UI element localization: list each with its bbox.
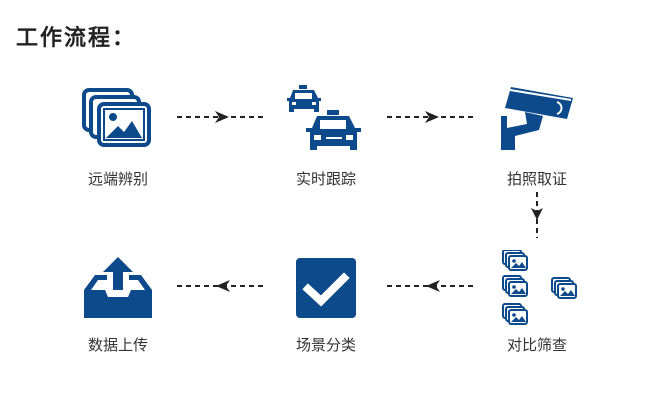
dashed-arrow-right bbox=[177, 111, 267, 123]
surveillance-camera-icon bbox=[501, 87, 573, 150]
checkmark-icon bbox=[296, 258, 356, 318]
upload-tray-icon bbox=[84, 257, 152, 318]
page-title: 工作流程： bbox=[16, 26, 137, 51]
step-label: 数据上传 bbox=[87, 336, 148, 354]
step-label: 实时跟踪 bbox=[295, 170, 356, 188]
dashed-arrow-right bbox=[387, 111, 477, 123]
step-label: 对比筛查 bbox=[506, 336, 567, 354]
step-label: 远端辨别 bbox=[87, 170, 148, 188]
step-label: 场景分类 bbox=[295, 336, 356, 354]
step-label: 拍照取证 bbox=[506, 170, 567, 188]
image-compare-icon bbox=[502, 250, 577, 325]
image-stack-icon bbox=[82, 88, 151, 147]
dashed-arrow-left bbox=[387, 280, 477, 292]
taxi-icon bbox=[287, 85, 361, 150]
dashed-arrow-down bbox=[531, 192, 543, 238]
dashed-arrow-left bbox=[177, 280, 267, 292]
